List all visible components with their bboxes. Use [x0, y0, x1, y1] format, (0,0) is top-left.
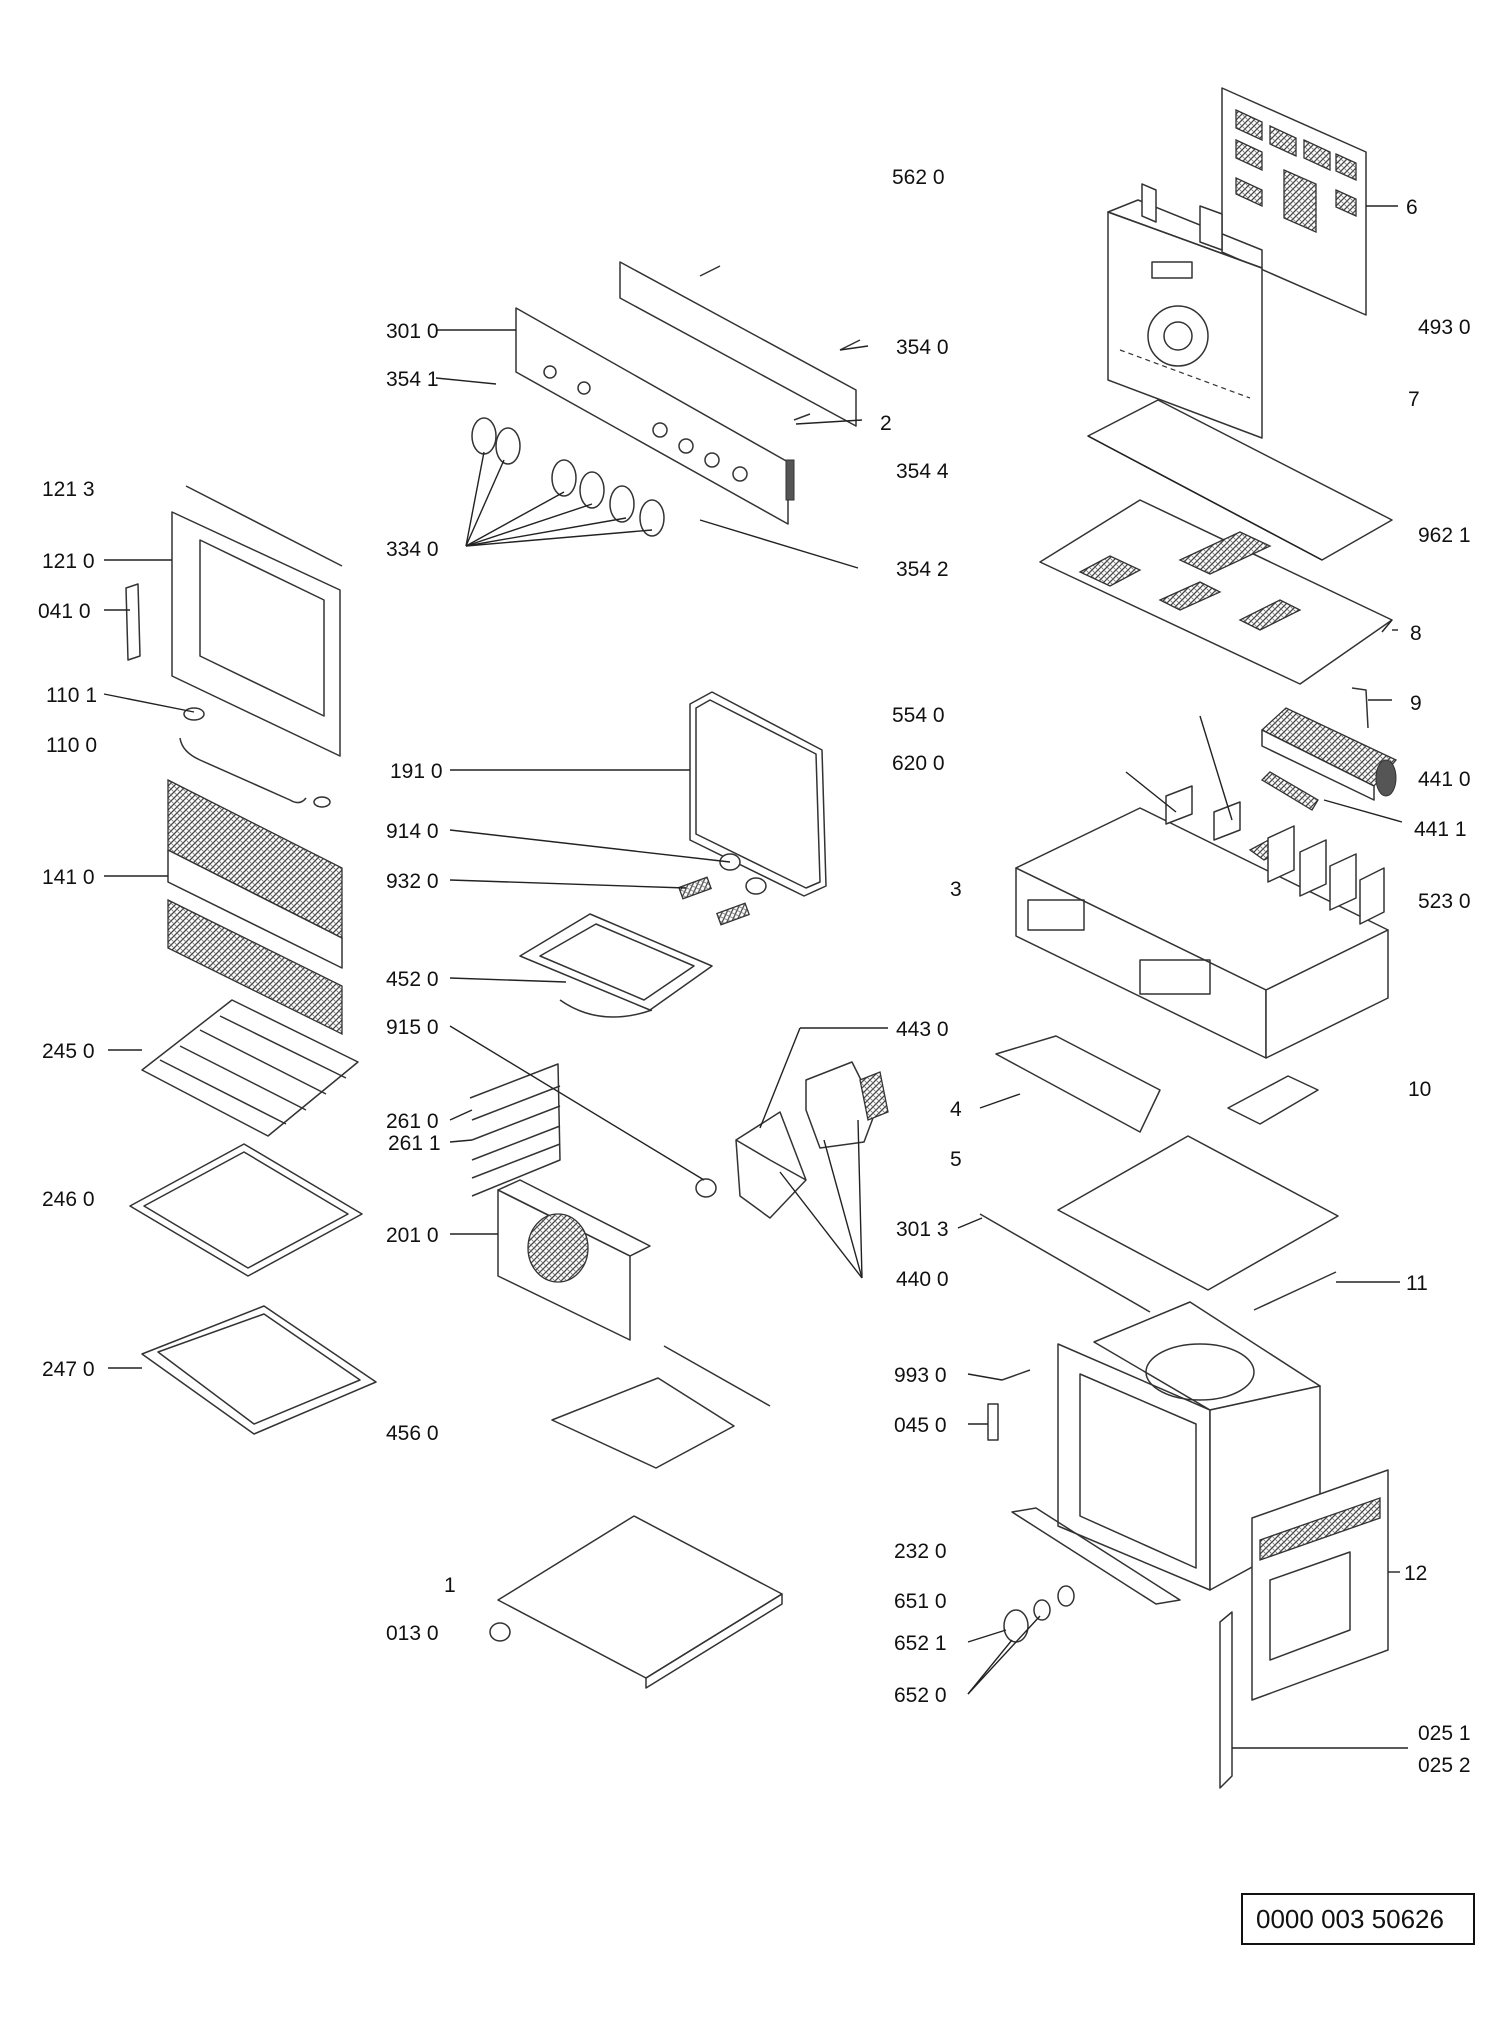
- part-label: 247 0: [42, 1358, 95, 1381]
- part-label: 914 0: [386, 820, 439, 843]
- vent-duct-part: [1227, 1075, 1319, 1125]
- oven-door-part: [125, 485, 343, 808]
- part-label: 110 0: [46, 734, 97, 757]
- part-label: 025 2: [1418, 1754, 1471, 1777]
- base-plate-part: [489, 1515, 783, 1689]
- door-glass-part: [167, 778, 343, 1036]
- part-label: 301 0: [386, 320, 439, 343]
- part-label: 354 4: [896, 460, 949, 483]
- part-label: 652 0: [894, 1684, 947, 1707]
- tray-guide-part: [995, 1035, 1161, 1133]
- control-panel-part: [515, 261, 861, 525]
- part-label: 962 1: [1418, 524, 1471, 547]
- part-label: 4: [950, 1098, 962, 1121]
- part-label: 141 0: [42, 866, 95, 889]
- knobs-part: [471, 417, 665, 537]
- side-panel-part: [1057, 1135, 1339, 1291]
- part-label: 915 0: [386, 1016, 439, 1039]
- baking-tray-part: [129, 1143, 363, 1277]
- part-label: 456 0: [386, 1422, 439, 1445]
- part-label: 620 0: [892, 752, 945, 775]
- part-label: 10: [1408, 1078, 1431, 1101]
- tangential-fan-part: [1260, 707, 1398, 811]
- part-label: 354 0: [896, 336, 949, 359]
- part-label: 334 0: [386, 538, 439, 561]
- part-label: 7: [1408, 388, 1420, 411]
- part-label: 232 0: [894, 1540, 947, 1563]
- part-label: 11: [1406, 1272, 1428, 1295]
- chassis-frame-part: [1107, 183, 1263, 439]
- part-label: 261 0: [386, 1110, 439, 1133]
- part-label: 8: [1410, 622, 1422, 645]
- part-label: 441 0: [1418, 768, 1471, 791]
- part-label: 562 0: [892, 166, 945, 189]
- part-label: 652 1: [894, 1632, 947, 1655]
- part-label: 5: [950, 1148, 962, 1171]
- clip-part: [1351, 687, 1369, 729]
- part-labels: 562 0 6 493 0 301 0 354 0 354 1 7 2 354 …: [38, 166, 1471, 1777]
- rear-panel-part: [1221, 87, 1398, 316]
- part-label: 2: [880, 412, 892, 435]
- part-label: 9: [1410, 692, 1422, 715]
- lamp-parts: [678, 853, 767, 926]
- part-label: 354 2: [896, 558, 949, 581]
- door-frame-part: [1251, 1469, 1389, 1701]
- part-label: 932 0: [386, 870, 439, 893]
- door-trim-part: [1219, 1611, 1233, 1789]
- part-label: 441 1: [1414, 818, 1467, 841]
- part-label: 554 0: [892, 704, 945, 727]
- part-label: 443 0: [896, 1018, 949, 1041]
- oven-rack-part: [141, 999, 359, 1137]
- document-code-box: 0000 003 50626: [1241, 1893, 1475, 1945]
- part-label: 261 1: [388, 1132, 441, 1155]
- part-label: 041 0: [38, 600, 91, 623]
- front-bar-part: [979, 1213, 1151, 1313]
- part-label: 191 0: [390, 760, 443, 783]
- part-label: 201 0: [386, 1224, 439, 1247]
- part-label: 246 0: [42, 1188, 95, 1211]
- part-label: 354 1: [386, 368, 439, 391]
- document-code: 0000 003 50626: [1256, 1904, 1444, 1934]
- oven-cavity-part: [1011, 1301, 1321, 1605]
- part-label: 121 0: [42, 550, 95, 573]
- control-chassis-part: [1015, 715, 1389, 1059]
- part-label: 452 0: [386, 968, 439, 991]
- oven-floor-part: [551, 1345, 771, 1469]
- part-label: 245 0: [42, 1040, 95, 1063]
- part-label: 993 0: [894, 1364, 947, 1387]
- part-label: 3: [950, 878, 962, 901]
- part-label: 025 1: [1418, 1722, 1471, 1745]
- part-label: 440 0: [896, 1268, 949, 1291]
- shelf-supports-part: [469, 1063, 561, 1197]
- grill-element-part: [519, 913, 713, 1018]
- drip-pan-part: [141, 1305, 377, 1435]
- top-plate-part: [1039, 499, 1393, 685]
- insulation-strip-part: [1087, 399, 1393, 561]
- part-label: 493 0: [1418, 316, 1471, 339]
- part-label: 110 1: [46, 684, 97, 707]
- part-label: 013 0: [386, 1622, 439, 1645]
- callout-lines: [103, 329, 1408, 1749]
- part-label: 301 3: [896, 1218, 949, 1241]
- part-label: 045 0: [894, 1414, 947, 1437]
- seal-strip-part: [1253, 1271, 1337, 1311]
- glass-panel-part: [689, 691, 827, 897]
- knob-parts: [1003, 1585, 1075, 1643]
- part-label: 121 3: [42, 478, 95, 501]
- part-label: 523 0: [1418, 890, 1471, 913]
- part-label: 1: [444, 1574, 456, 1597]
- fan-cover-part: [497, 1179, 651, 1341]
- part-label: 651 0: [894, 1590, 947, 1613]
- hinge-parts: [987, 1369, 1031, 1441]
- part-label: 12: [1404, 1562, 1427, 1585]
- part-label: 6: [1406, 196, 1418, 219]
